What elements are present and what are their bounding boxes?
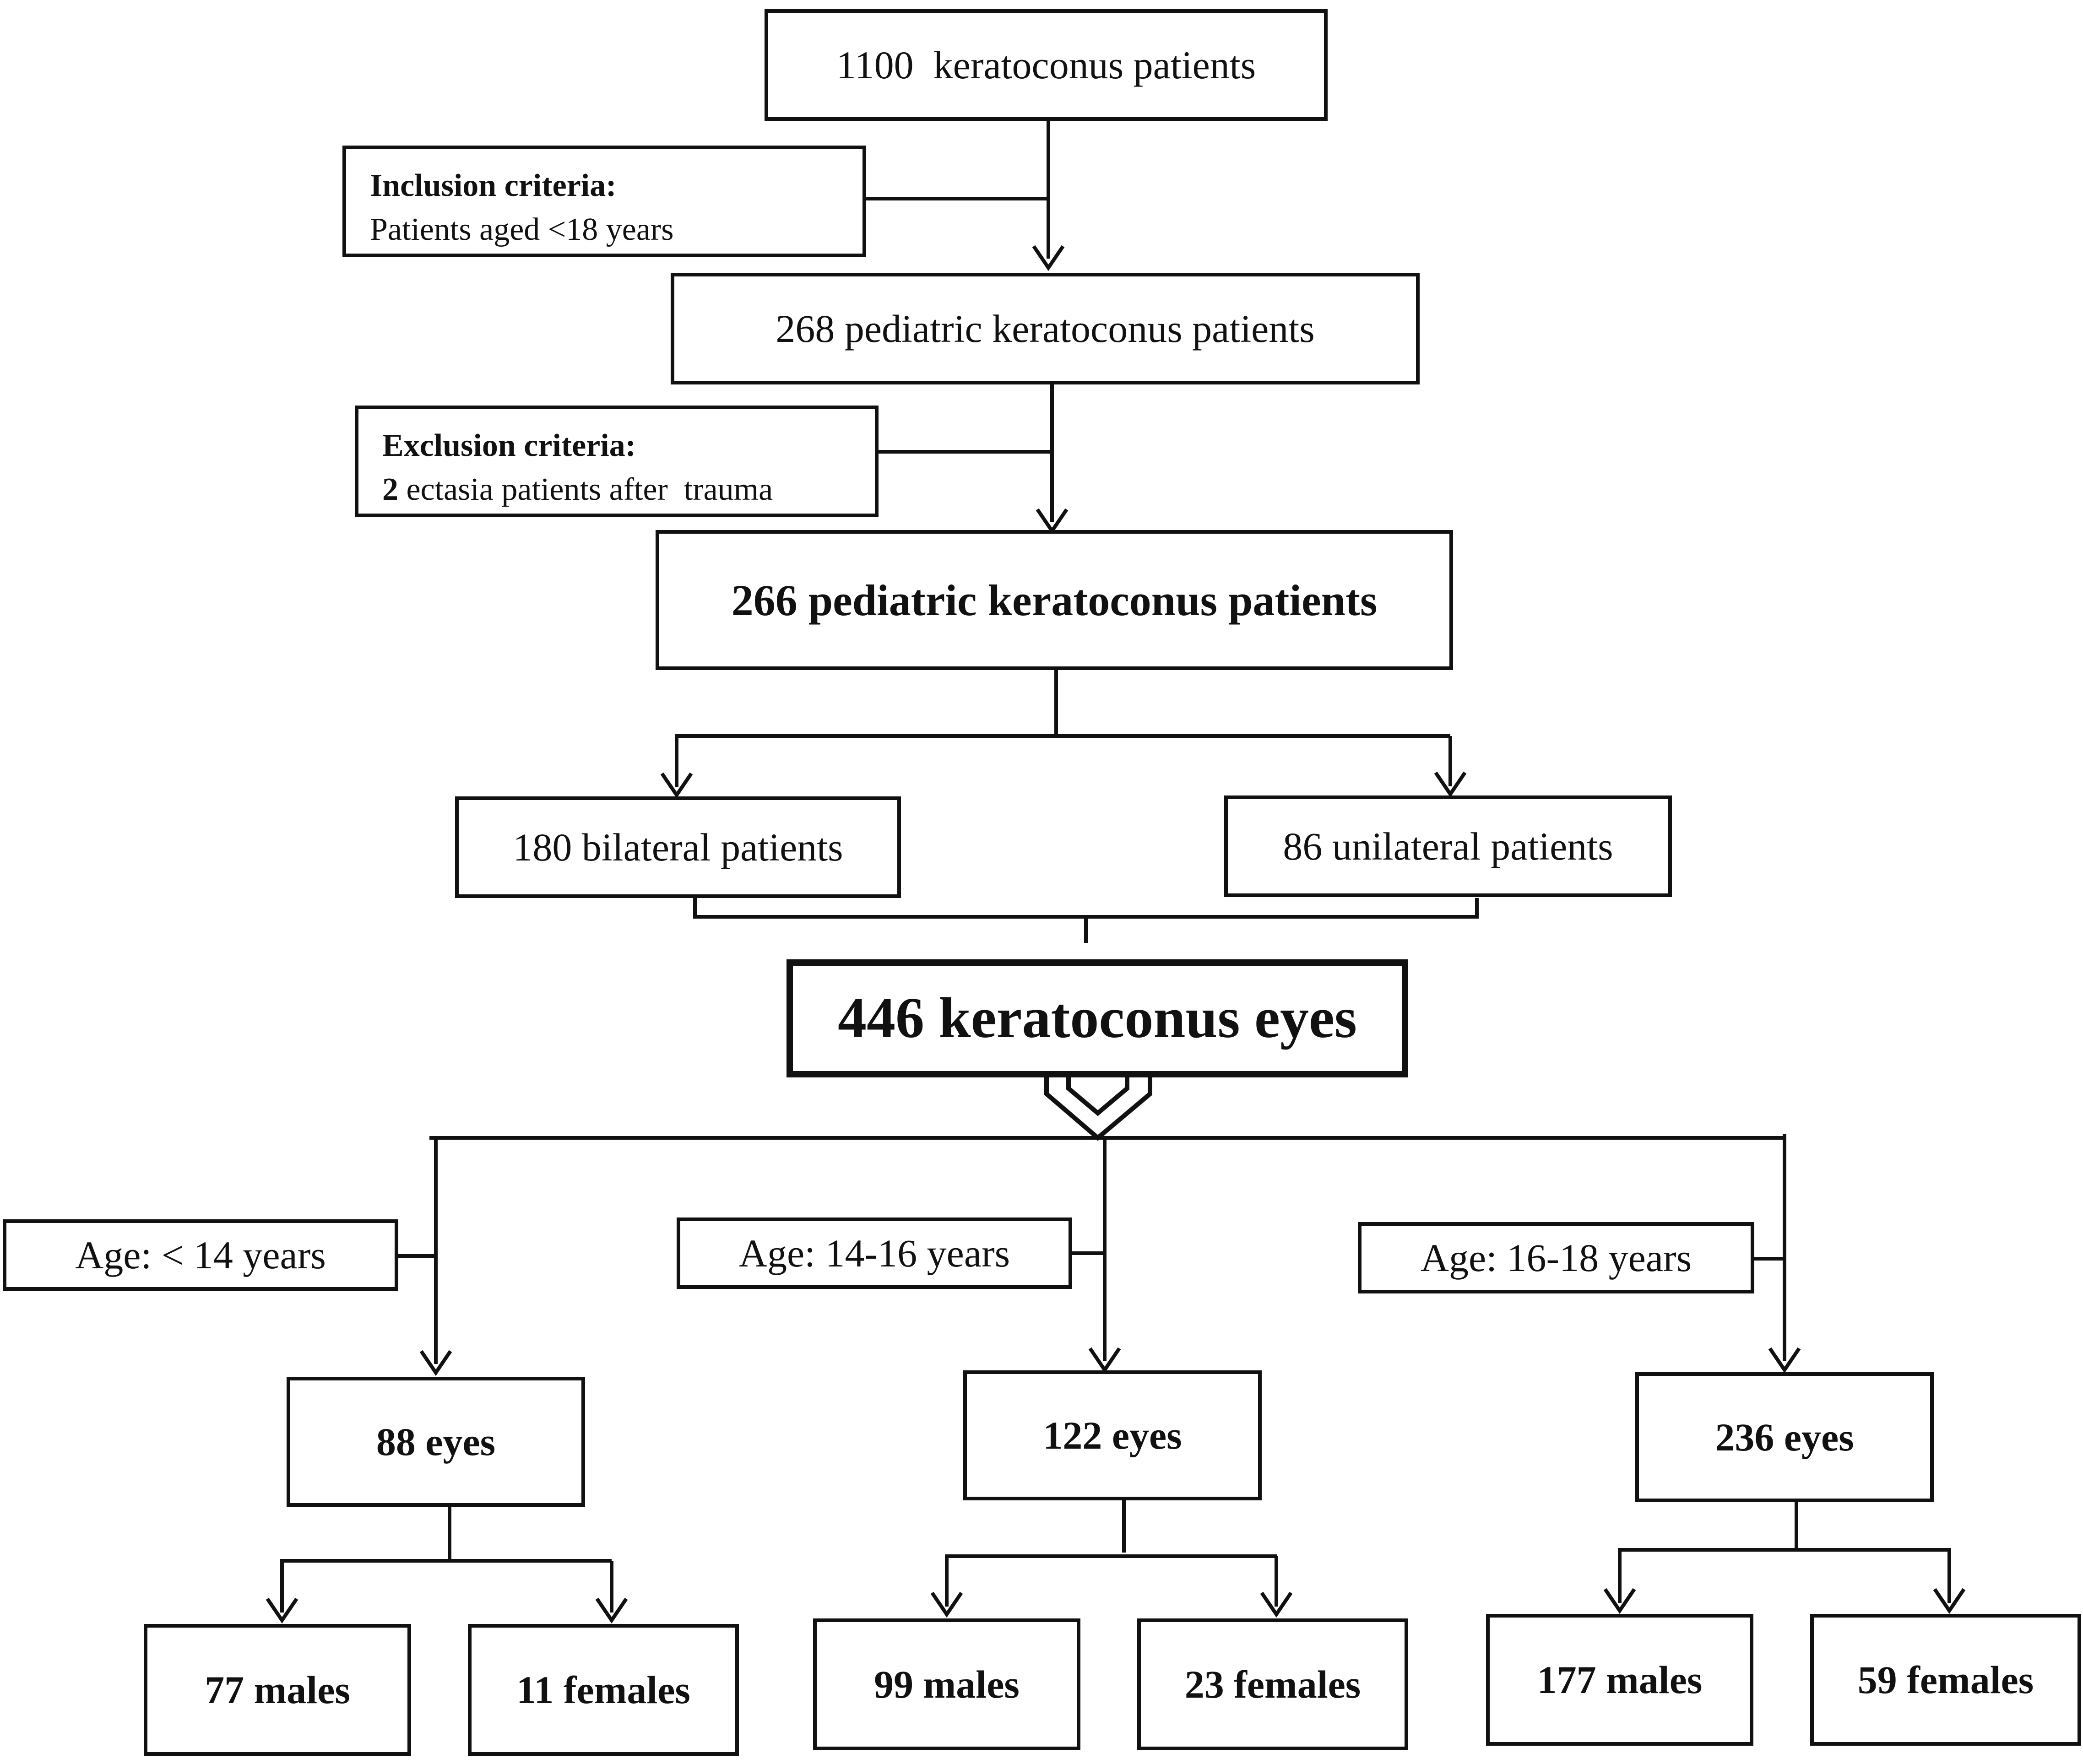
age-group-2-males: 99 males bbox=[874, 1662, 1020, 1706]
age-group-2-label-box: Age: 14-16 years bbox=[677, 1217, 1072, 1289]
age-group-1-eyes: 88 eyes bbox=[376, 1420, 496, 1464]
pediatric-266-label: 266 pediatric keratoconus patients bbox=[731, 575, 1378, 625]
age-group-3-eyes-box: 236 eyes bbox=[1635, 1372, 1934, 1502]
connector-merge-bracket bbox=[693, 898, 1479, 919]
unilateral-label: 86 unilateral patients bbox=[1283, 824, 1613, 868]
exclusion-line: 2 ectasia patients after trauma bbox=[382, 468, 851, 512]
exclusion-text: ectasia patients after trauma bbox=[398, 472, 773, 507]
age-group-1-label: Age: < 14 years bbox=[75, 1233, 326, 1277]
arrowhead-unilateral bbox=[1434, 771, 1467, 798]
pediatric-268-label: 268 pediatric keratoconus patients bbox=[776, 307, 1315, 351]
inclusion-text: Patients aged <18 years bbox=[370, 212, 674, 247]
start-box: 1100 keratoconus patients bbox=[765, 9, 1328, 121]
inclusion-title: Inclusion criteria: bbox=[370, 168, 617, 203]
exclusion-criteria-box: Exclusion criteria: 2 ectasia patients a… bbox=[355, 406, 879, 517]
age-group-3-females: 59 females bbox=[1857, 1658, 2034, 1702]
age-group-3-males: 177 males bbox=[1537, 1658, 1703, 1702]
arrowhead-males1 bbox=[266, 1597, 298, 1624]
start-label: 1100 keratoconus patients bbox=[836, 43, 1256, 87]
age-group-2-eyes-box: 122 eyes bbox=[963, 1370, 1262, 1500]
age-group-2-males-box: 99 males bbox=[813, 1618, 1080, 1750]
unilateral-box: 86 unilateral patients bbox=[1224, 795, 1672, 897]
age-group-3-females-box: 59 females bbox=[1810, 1614, 2081, 1746]
bilateral-box: 180 bilateral patients bbox=[455, 796, 901, 898]
eyes-total-box: 446 keratoconus eyes bbox=[787, 959, 1408, 1077]
age-group-3-eyes: 236 eyes bbox=[1715, 1415, 1854, 1459]
bilateral-label: 180 bilateral patients bbox=[513, 825, 843, 869]
arrowhead-females1 bbox=[595, 1597, 628, 1624]
inclusion-criteria-box: Inclusion criteria: Patients aged <18 ye… bbox=[342, 146, 866, 257]
exclusion-count: 2 bbox=[382, 472, 398, 507]
pediatric-268-box: 268 pediatric keratoconus patients bbox=[671, 273, 1420, 384]
age-group-1-males: 77 males bbox=[205, 1668, 350, 1712]
arrowhead-268 bbox=[1032, 245, 1065, 271]
age-group-1-eyes-box: 88 eyes bbox=[287, 1377, 585, 1507]
arrowhead-bilateral bbox=[660, 772, 693, 799]
arrowhead-females2 bbox=[1260, 1591, 1293, 1618]
age-group-1-females: 11 females bbox=[516, 1668, 690, 1712]
age-group-1-males-box: 77 males bbox=[144, 1624, 411, 1756]
arrowhead-eyes1 bbox=[419, 1350, 452, 1376]
age-group-2-label: Age: 14-16 years bbox=[738, 1231, 1010, 1275]
arrowhead-females3 bbox=[1933, 1588, 1966, 1614]
arrowhead-males3 bbox=[1603, 1588, 1636, 1614]
age-group-3-label: Age: 16-18 years bbox=[1420, 1236, 1692, 1280]
age-group-3-label-box: Age: 16-18 years bbox=[1358, 1222, 1754, 1293]
age-group-3-males-box: 177 males bbox=[1486, 1614, 1753, 1746]
eyes-total-label: 446 keratoconus eyes bbox=[838, 986, 1357, 1050]
age-group-2-females: 23 females bbox=[1184, 1662, 1361, 1706]
age-group-2-eyes: 122 eyes bbox=[1043, 1413, 1182, 1457]
age-group-1-females-box: 11 females bbox=[468, 1624, 739, 1756]
age-group-2-females-box: 23 females bbox=[1137, 1618, 1408, 1750]
arrowhead-males2 bbox=[930, 1591, 963, 1618]
pediatric-266-box: 266 pediatric keratoconus patients bbox=[656, 530, 1453, 670]
exclusion-title: Exclusion criteria: bbox=[382, 428, 636, 463]
arrowhead-eyes3 bbox=[1768, 1347, 1801, 1374]
age-group-1-label-box: Age: < 14 years bbox=[3, 1219, 398, 1291]
block-arrow-down bbox=[1044, 1071, 1152, 1141]
arrowhead-eyes2 bbox=[1088, 1347, 1121, 1374]
